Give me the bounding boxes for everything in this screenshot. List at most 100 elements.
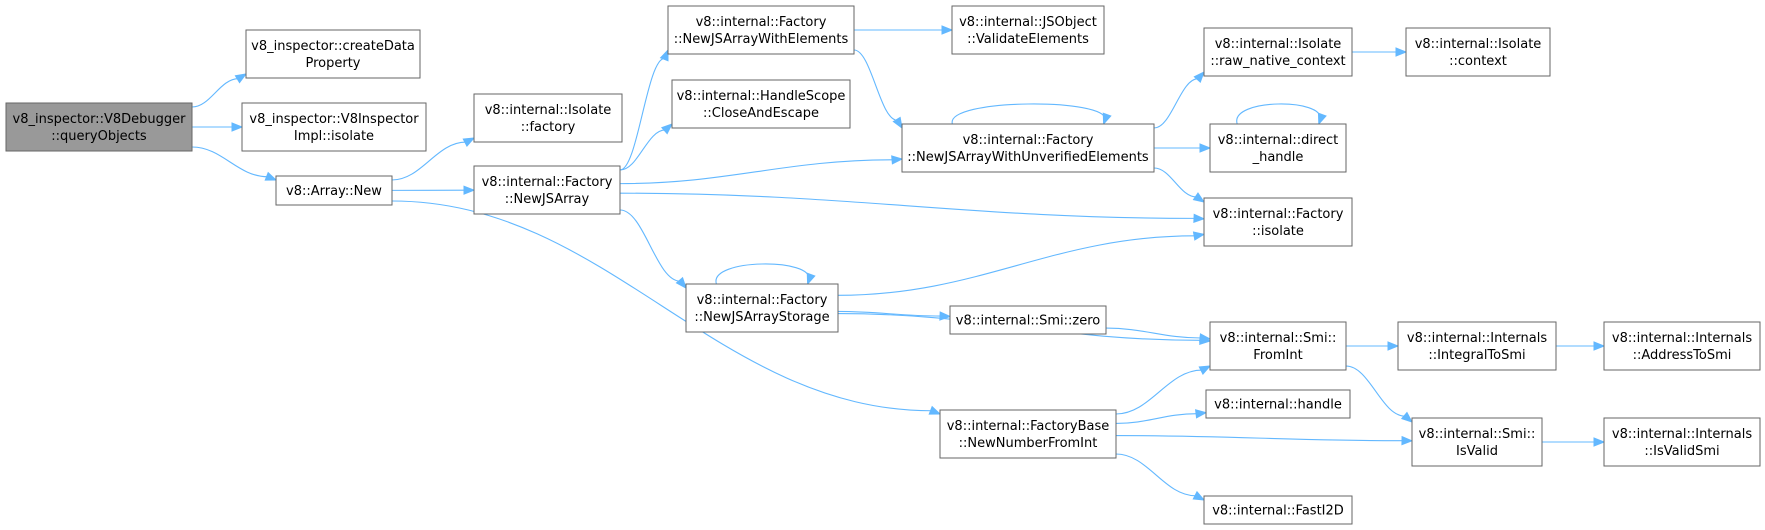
edge-arrayNew-to-isolateFactory [391, 137, 476, 181]
node-box-queryObjects [5, 102, 193, 152]
node-label-handle-0: v8::internal::handle [1214, 398, 1342, 413]
node-label-createDataProperty-1: Property [305, 56, 360, 71]
node-label-closeAndEscape-1: ::CloseAndEscape [703, 106, 819, 121]
nodes-layer: v8_inspector::V8Debugger::queryObjectsv8… [5, 5, 1761, 525]
edge-newNumberFromInt-to-handle [1115, 409, 1208, 424]
node-handle[interactable]: v8::internal::handle [1205, 389, 1351, 419]
node-rawNativeContext[interactable]: v8::internal::Isolate::raw_native_contex… [1203, 27, 1353, 77]
node-smiZero[interactable]: v8::internal::Smi::zero [949, 305, 1107, 335]
node-smiFromInt[interactable]: v8::internal::Smi::FromInt [1209, 321, 1347, 371]
node-newJSArrayUnverified[interactable]: v8::internal::Factory::NewJSArrayWithUnv… [901, 123, 1155, 173]
edge-integralToSmi-to-addressToSmi [1556, 341, 1606, 351]
edges-layer [191, 25, 1606, 501]
edge-smiZero-to-smiFromInt [1105, 327, 1212, 343]
node-label-validateElements-0: v8::internal::JSObject [959, 15, 1097, 30]
node-label-factoryIsolate-0: v8::internal::Factory [1213, 207, 1344, 222]
node-box-newJSArrayWithElements [667, 5, 855, 55]
node-label-newJSArrayWithElements-1: ::NewJSArrayWithElements [674, 32, 849, 47]
node-label-fastI2D-0: v8::internal::FastI2D [1212, 504, 1344, 519]
node-box-isValidSmi [1603, 417, 1761, 467]
edge-newJSArrayUnverified-to-newJSArrayUnverified [951, 103, 1112, 126]
edge-rawNativeContext-to-isolateContext [1352, 47, 1408, 57]
node-label-inspectorIsolate-0: v8_inspector::V8Inspector [249, 112, 419, 127]
node-fastI2D[interactable]: v8::internal::FastI2D [1203, 495, 1353, 525]
node-label-addressToSmi-0: v8::internal::Internals [1612, 331, 1752, 346]
node-label-newNumberFromInt-0: v8::internal::FactoryBase [947, 419, 1110, 434]
edge-newJSArray-to-factoryIsolate [619, 192, 1206, 224]
node-label-smiZero-0: v8::internal::Smi::zero [956, 314, 1101, 329]
edge-newJSArrayUnverified-to-directHandle [1154, 143, 1212, 153]
node-box-createDataProperty [245, 29, 421, 79]
node-newJSArrayStorage[interactable]: v8::internal::Factory::NewJSArrayStorage [685, 283, 839, 333]
node-box-smiZero [949, 305, 1107, 335]
edge-newJSArray-to-newJSArrayUnverified [619, 155, 904, 185]
node-newJSArrayWithElements[interactable]: v8::internal::Factory::NewJSArrayWithEle… [667, 5, 855, 55]
node-label-integralToSmi-1: ::IntegralToSmi [1428, 348, 1525, 363]
edge-newJSArray-to-newJSArrayStorage [619, 209, 687, 290]
node-directHandle[interactable]: v8::internal::direct_handle [1209, 123, 1347, 173]
node-label-queryObjects-1: ::queryObjects [51, 129, 147, 144]
node-addressToSmi[interactable]: v8::internal::Internals::AddressToSmi [1603, 321, 1761, 371]
node-box-validateElements [951, 5, 1105, 55]
node-isolateContext[interactable]: v8::internal::Isolate::context [1405, 27, 1551, 77]
node-closeAndEscape[interactable]: v8::internal::HandleScope::CloseAndEscap… [671, 79, 851, 129]
node-label-newJSArray-0: v8::internal::Factory [482, 175, 613, 190]
node-box-newNumberFromInt [939, 409, 1117, 459]
node-box-fastI2D [1203, 495, 1353, 525]
node-box-factoryIsolate [1203, 197, 1353, 247]
node-label-isValidSmi-1: ::IsValidSmi [1644, 444, 1719, 459]
node-box-rawNativeContext [1203, 27, 1353, 77]
node-box-integralToSmi [1397, 321, 1557, 371]
node-label-isolateContext-0: v8::internal::Isolate [1415, 37, 1542, 52]
node-box-arrayNew [275, 175, 393, 206]
node-label-validateElements-1: ::ValidateElements [967, 32, 1089, 47]
edge-queryObjects-to-arrayNew [191, 146, 278, 181]
node-arrayNew[interactable]: v8::Array::New [275, 175, 393, 206]
node-smiIsValid[interactable]: v8::internal::Smi::IsValid [1411, 417, 1543, 467]
edge-newNumberFromInt-to-smiIsValid [1115, 435, 1414, 446]
node-label-directHandle-1: _handle [1252, 150, 1304, 165]
node-label-smiFromInt-1: FromInt [1253, 348, 1302, 363]
edge-newNumberFromInt-to-smiFromInt [1115, 365, 1212, 415]
edge-arrayNew-to-newJSArray [391, 185, 476, 195]
node-label-queryObjects-0: v8_inspector::V8Debugger [13, 112, 187, 127]
node-label-newNumberFromInt-1: ::NewNumberFromInt [959, 436, 1098, 451]
node-label-isolateFactory-0: v8::internal::Isolate [485, 103, 612, 118]
node-validateElements[interactable]: v8::internal::JSObject::ValidateElements [951, 5, 1105, 55]
edge-newJSArrayUnverified-to-factoryIsolate [1153, 167, 1206, 203]
node-newNumberFromInt[interactable]: v8::internal::FactoryBase::NewNumberFrom… [939, 409, 1117, 459]
node-label-newJSArrayUnverified-1: ::NewJSArrayWithUnverifiedElements [907, 150, 1149, 165]
edge-newJSArrayStorage-to-smiZero [837, 310, 952, 321]
node-isValidSmi[interactable]: v8::internal::Internals::IsValidSmi [1603, 417, 1761, 467]
node-box-isolateFactory [473, 93, 623, 143]
node-newJSArray[interactable]: v8::internal::Factory::NewJSArray [473, 165, 621, 215]
edge-queryObjects-to-createDataProperty [191, 73, 248, 108]
edge-newJSArrayWithElements-to-newJSArrayUnverified [853, 49, 903, 130]
edge-smiFromInt-to-integralToSmi [1346, 341, 1400, 351]
edge-newJSArrayWithElements-to-validateElements [854, 25, 954, 35]
node-box-smiIsValid [1411, 417, 1543, 467]
node-box-inspectorIsolate [241, 102, 427, 152]
node-box-handle [1205, 389, 1351, 419]
node-label-rawNativeContext-0: v8::internal::Isolate [1215, 37, 1342, 52]
node-label-factoryIsolate-1: ::isolate [1252, 224, 1304, 239]
node-integralToSmi[interactable]: v8::internal::Internals::IntegralToSmi [1397, 321, 1557, 371]
node-label-rawNativeContext-1: ::raw_native_context [1210, 54, 1345, 69]
node-label-newJSArrayUnverified-0: v8::internal::Factory [963, 133, 1094, 148]
edge-newJSArrayStorage-to-factoryIsolate [837, 231, 1206, 296]
node-box-newJSArrayUnverified [901, 123, 1155, 173]
node-box-addressToSmi [1603, 321, 1761, 371]
node-label-newJSArrayStorage-1: ::NewJSArrayStorage [694, 310, 829, 325]
node-label-addressToSmi-1: ::AddressToSmi [1633, 348, 1732, 363]
node-box-newJSArray [473, 165, 621, 215]
node-isolateFactory[interactable]: v8::internal::Isolate::factory [473, 93, 623, 143]
node-label-smiIsValid-1: IsValid [1456, 444, 1498, 459]
node-label-smiFromInt-0: v8::internal::Smi:: [1220, 331, 1337, 346]
node-label-isolateFactory-1: ::factory [521, 120, 576, 135]
node-queryObjects: v8_inspector::V8Debugger::queryObjects [5, 102, 193, 152]
node-factoryIsolate[interactable]: v8::internal::Factory::isolate [1203, 197, 1353, 247]
node-box-directHandle [1209, 123, 1347, 173]
